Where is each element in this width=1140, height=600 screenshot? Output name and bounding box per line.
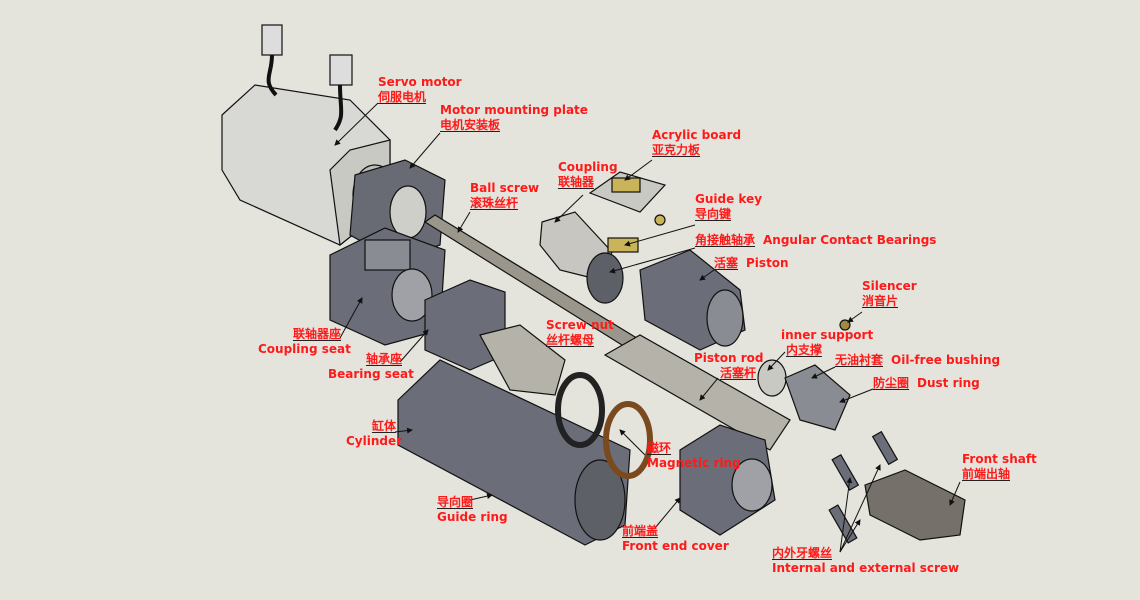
label-internal-external-screw: 内外牙螺丝 Internal and external screw bbox=[772, 546, 960, 575]
label-guide-key: Guide key 导向键 bbox=[695, 192, 763, 221]
label-front-shaft: Front shaft 前端出轴 bbox=[962, 452, 1037, 481]
label-bearing-seat: 轴承座 Bearing seat bbox=[328, 352, 414, 381]
label-ball-screw: Ball screw 滚珠丝杆 bbox=[470, 181, 540, 210]
front-shaft-part bbox=[864, 469, 966, 541]
guide-key-part bbox=[607, 237, 639, 253]
label-piston-rod: Piston rod 活塞杆 bbox=[694, 351, 764, 380]
cylinder-part bbox=[397, 359, 631, 546]
label-silencer: Silencer 消音片 bbox=[862, 279, 917, 308]
label-guide-ring: 导向圈 Guide ring bbox=[437, 495, 508, 524]
magnetic-ring-part bbox=[603, 401, 653, 479]
screw-nut-part bbox=[479, 324, 566, 396]
label-front-end-cover: 前端盖 Front end cover bbox=[622, 524, 729, 553]
piston-rod-part bbox=[603, 334, 791, 451]
label-coupling-seat: 联轴器座 Coupling seat bbox=[258, 327, 351, 356]
guide-ring-part bbox=[555, 372, 605, 448]
label-inner-support: inner support 内支撑 bbox=[781, 328, 874, 357]
label-coupling: Coupling 联轴器 bbox=[558, 160, 618, 189]
bushing-part bbox=[784, 364, 851, 431]
label-magnetic-ring: 磁环 Magnetic ring bbox=[647, 441, 741, 470]
label-motor-mounting-plate: Motor mounting plate 电机安装板 bbox=[440, 103, 588, 132]
label-screw-nut: Screw nut 丝杆螺母 bbox=[546, 318, 614, 347]
label-servo-motor: Servo motor 伺服电机 bbox=[378, 75, 462, 104]
label-cylinder: 缸体 Cylinder bbox=[346, 419, 403, 448]
label-acrylic-board: Acrylic board 亚克力板 bbox=[652, 128, 742, 157]
screw-part bbox=[871, 430, 899, 466]
